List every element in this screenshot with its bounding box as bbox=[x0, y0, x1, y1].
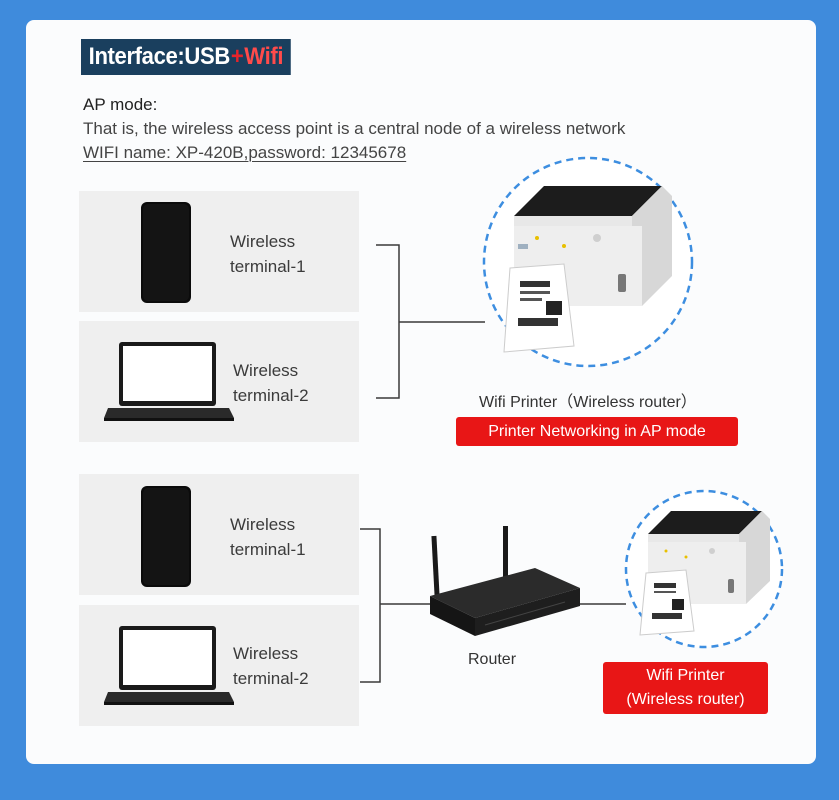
terminal-1-label-top: Wireless terminal-1 bbox=[230, 229, 306, 279]
terminal-2-line2: terminal-2 bbox=[233, 386, 309, 405]
terminal-2-line1: Wireless bbox=[233, 644, 299, 663]
ap-mode-label: Printer Networking in AP mode bbox=[456, 417, 738, 446]
terminal-1-line2: terminal-1 bbox=[230, 540, 306, 559]
interface-badge: Interface:USB+Wifi bbox=[81, 39, 291, 75]
router-label: Router bbox=[468, 651, 517, 668]
laptop-icon-bottom bbox=[104, 626, 234, 705]
wifi-printer-line1: Wifi Printer bbox=[646, 667, 725, 684]
interface-wifi-text: Wifi bbox=[244, 43, 284, 70]
wifi-printer-line2: (Wireless router) bbox=[626, 691, 745, 708]
terminal-2-line1: Wireless bbox=[233, 361, 299, 380]
printer-caption-top: Wifi Printer（Wireless router） bbox=[479, 394, 697, 411]
wifi-credentials: WIFI name: XP-420B,password: 12345678 bbox=[83, 143, 407, 162]
terminal-1-line1: Wireless bbox=[230, 515, 296, 534]
terminal-2-label-bottom: Wireless terminal-2 bbox=[233, 641, 309, 691]
printer-icon-bottom bbox=[624, 489, 784, 649]
wifi-printer-label: Wifi Printer (Wireless router) bbox=[603, 662, 768, 714]
printer-icon-top bbox=[482, 156, 694, 368]
terminal-2-line2: terminal-2 bbox=[233, 669, 309, 688]
terminal-2-label-top: Wireless terminal-2 bbox=[233, 358, 309, 408]
phone-icon-top bbox=[141, 202, 191, 303]
terminal-1-label-bottom: Wireless terminal-1 bbox=[230, 512, 306, 562]
terminal-1-panel-bottom bbox=[79, 474, 359, 595]
phone-icon-bottom bbox=[141, 486, 191, 587]
ap-mode-description: That is, the wireless access point is a … bbox=[83, 119, 626, 138]
terminal-1-line1: Wireless bbox=[230, 232, 296, 251]
terminal-1-panel-top bbox=[79, 191, 359, 312]
plus-sign: + bbox=[230, 43, 244, 70]
ap-mode-title: AP mode: bbox=[83, 95, 158, 114]
laptop-icon-top bbox=[104, 342, 234, 421]
router-icon bbox=[430, 526, 580, 636]
terminal-1-line2: terminal-1 bbox=[230, 257, 306, 276]
interface-usb-text: Interface:USB bbox=[88, 43, 231, 70]
